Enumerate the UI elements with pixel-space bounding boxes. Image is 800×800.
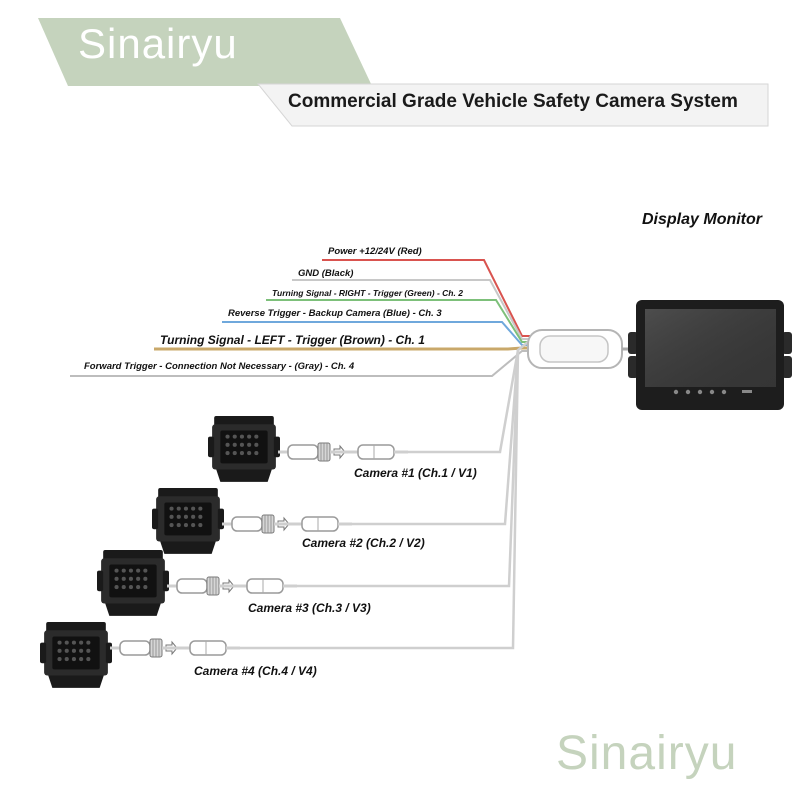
page-subtitle: Commercial Grade Vehicle Safety Camera S… [288,91,738,112]
brand-logo: Sinairyu [78,20,238,67]
harness-connector [527,329,634,369]
wire-label-turn-right: Turning Signal - RIGHT - Trigger (Green)… [272,288,463,298]
brand-watermark: Sinairyu [556,727,738,780]
camera-2-label: Camera #2 (Ch.2 / V2) [302,536,425,550]
wire-label-gnd: GND (Black) [298,268,354,279]
brand-banner [38,18,372,86]
subtitle-banner [256,83,769,127]
control-wires [70,259,530,377]
wire-label-forward: Forward Trigger - Connection Not Necessa… [84,361,355,372]
camera-4-label: Camera #4 (Ch.4 / V4) [194,664,317,678]
camera-cables [234,341,529,650]
wire-4 [154,346,530,351]
wire-1 [292,279,530,340]
wire-label-power: Power +12/24V (Red) [328,246,422,257]
camera-4 [40,622,240,688]
camera-3-label: Camera #3 (Ch.3 / V3) [248,601,371,615]
wire-0 [322,259,530,337]
wire-label-turn-left: Turning Signal - LEFT - Trigger (Brown) … [160,333,425,347]
monitor-title: Display Monitor [642,211,763,228]
wire-label-reverse: Reverse Trigger - Backup Camera (Blue) -… [228,308,442,319]
wire-5 [70,350,530,377]
camera-1-label: Camera #1 (Ch.1 / V1) [354,466,477,480]
display-monitor [628,300,792,410]
